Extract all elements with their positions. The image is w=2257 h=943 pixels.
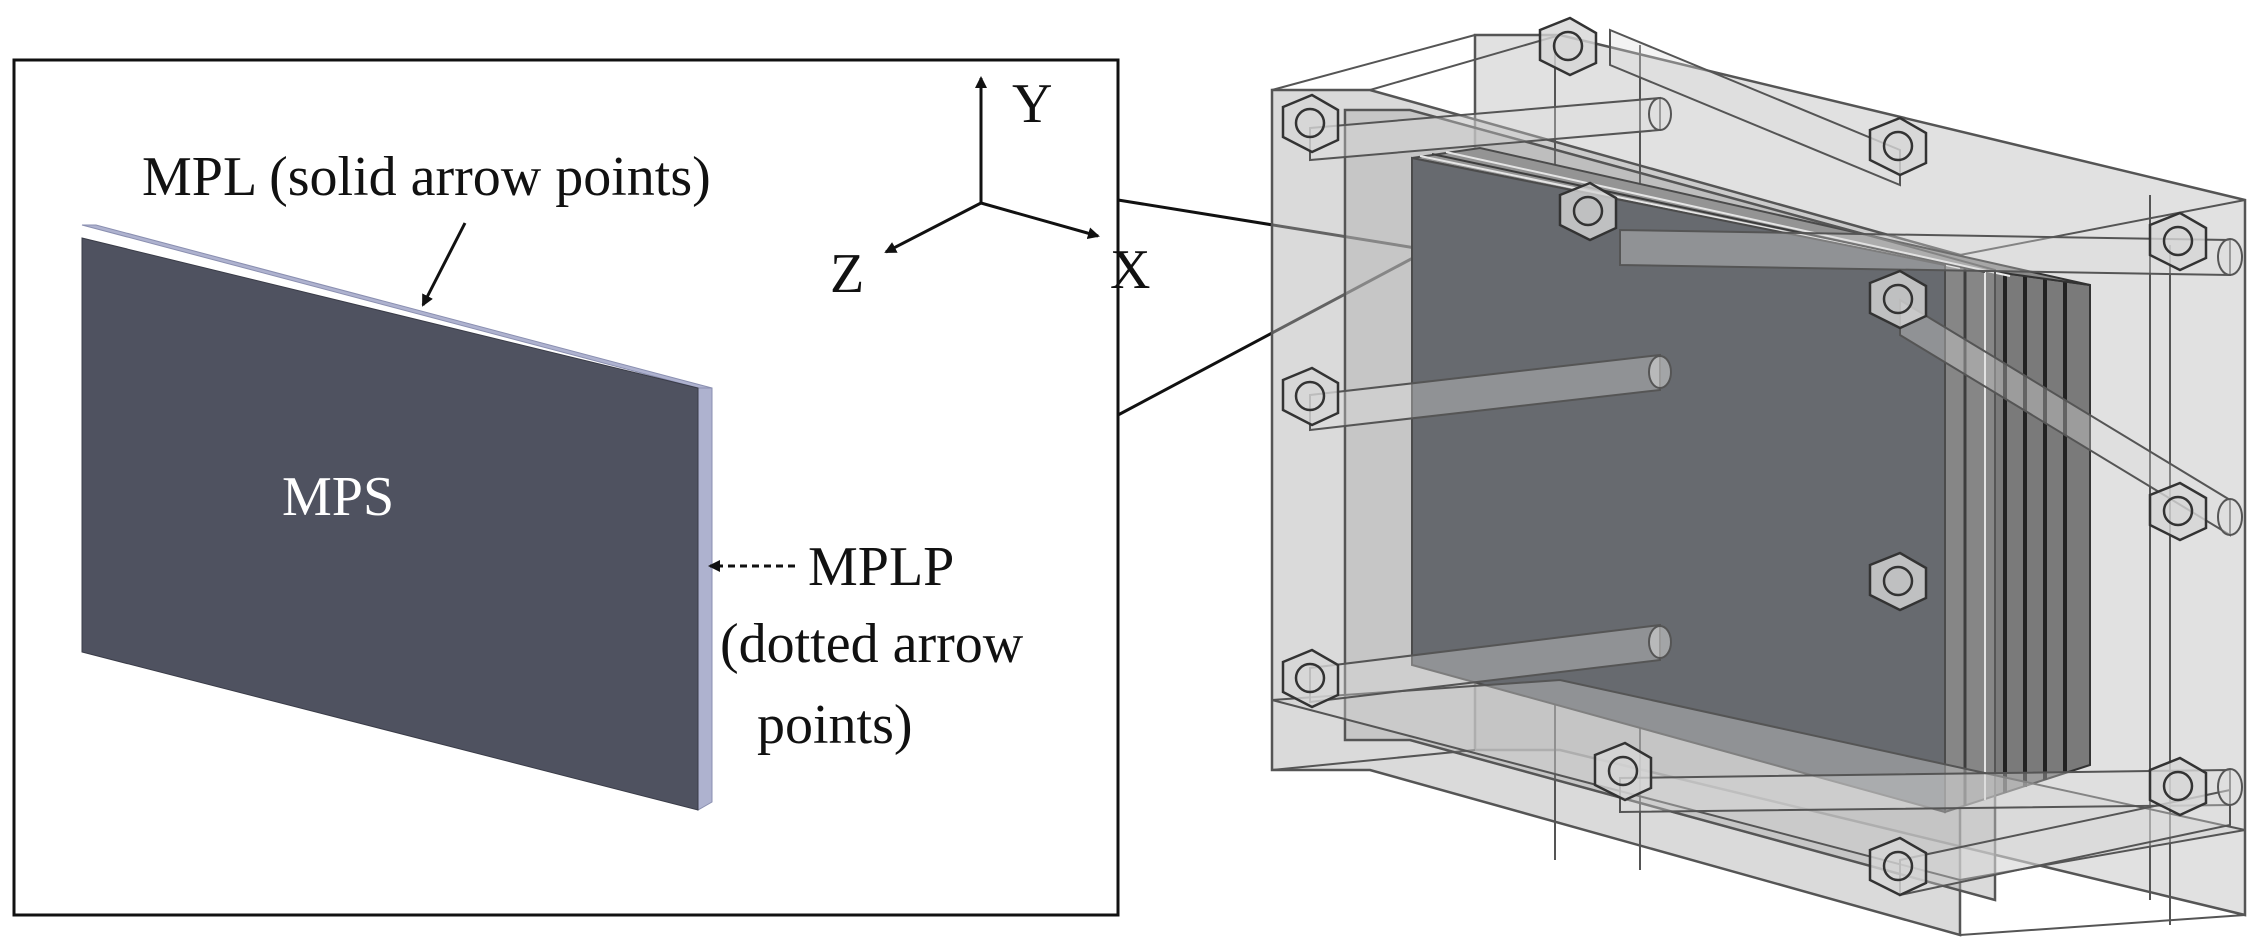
hex-nut	[1281, 93, 1340, 154]
hex-nut	[1281, 648, 1340, 709]
rod-ends	[1648, 97, 2243, 806]
plate-face	[81, 237, 699, 811]
plate-side-edge	[697, 387, 713, 811]
hex-nut	[1868, 551, 1928, 612]
single-plate: MPS	[81, 224, 713, 811]
hex-nut	[1281, 366, 1340, 427]
mplp-label-line2: (dotted arrow	[720, 613, 1024, 675]
axis-z-label: Z	[830, 243, 864, 305]
mpl-solid-arrow	[421, 222, 467, 307]
mplp-label: MPLP	[808, 536, 954, 598]
frame-front-glass	[1344, 109, 1996, 902]
hex-nut	[2148, 756, 2208, 817]
hex-nut	[2148, 211, 2208, 272]
battery-module	[1270, 16, 2247, 937]
coordinate-axes: Y X Z	[830, 73, 1150, 305]
axis-y-label: Y	[1012, 73, 1052, 135]
mpl-label: MPL (solid arrow points)	[142, 146, 711, 208]
hex-nut	[1593, 741, 1653, 802]
axis-x-arrow	[980, 201, 1100, 240]
axis-x-label: X	[1110, 239, 1150, 301]
stack-front-face	[1411, 156, 1946, 814]
frame-bottom-bar	[1271, 678, 2246, 882]
mplp-label-line3: points)	[757, 694, 913, 756]
hex-nut	[1558, 181, 1618, 242]
hex-nut	[1868, 836, 1928, 897]
axis-z-arrow	[884, 201, 982, 254]
hex-nut	[1538, 16, 1598, 77]
tie-rods	[1309, 28, 2231, 897]
hex-nuts	[1281, 16, 2208, 897]
hex-nut	[2148, 481, 2208, 542]
hex-nut	[1868, 269, 1928, 330]
mps-label: MPS	[282, 466, 394, 528]
plate-stack	[1411, 146, 2091, 814]
hex-nut	[1868, 116, 1928, 177]
